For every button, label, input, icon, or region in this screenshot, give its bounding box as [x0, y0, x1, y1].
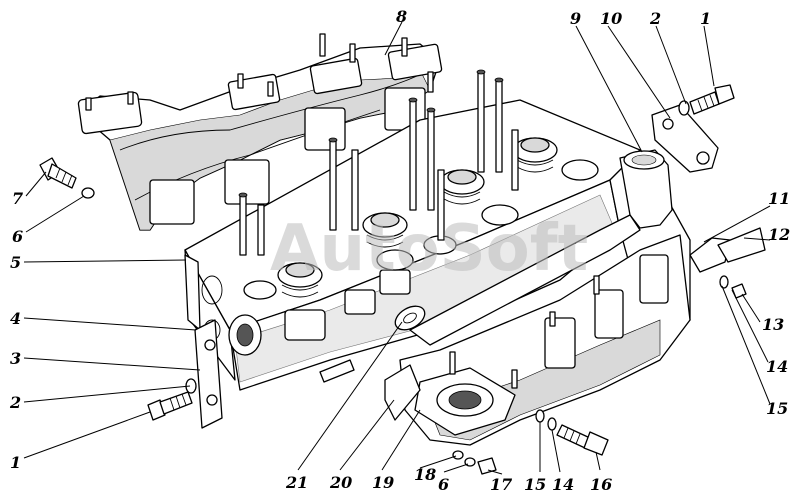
callout-2-left: 2 — [9, 393, 21, 412]
washer-14-right — [719, 275, 729, 289]
bolt-left — [147, 391, 193, 421]
callout-19-bottom: 19 — [372, 473, 394, 492]
gasket-20 — [384, 364, 421, 421]
valve-train — [238, 69, 599, 300]
callout-12-right: 12 — [768, 225, 790, 244]
washer-6 — [81, 187, 95, 199]
intake-manifold — [77, 33, 443, 231]
callout-10-top: 10 — [600, 9, 622, 28]
nut-17 — [477, 457, 497, 475]
callout-9-top: 9 — [570, 9, 581, 28]
callout-1-left: 1 — [10, 453, 21, 472]
callout-7-left: 7 — [12, 189, 23, 208]
callout-4-left: 4 — [10, 309, 21, 328]
callout-15-right: 15 — [766, 399, 788, 418]
callout-1-top: 1 — [700, 9, 711, 28]
callout-16-bottom: 16 — [590, 475, 612, 494]
callout-11-right: 11 — [768, 189, 790, 208]
callout-15-bottom: 15 — [524, 475, 546, 494]
watermark: AutoSoft — [270, 212, 588, 286]
bolt-16 — [535, 409, 609, 456]
pipe-12 — [689, 227, 766, 273]
callout-18-bottom: 18 — [414, 465, 436, 484]
callout-20-bottom: 20 — [329, 473, 352, 492]
callout-14-right: 14 — [766, 357, 788, 376]
callout-6-bottom: 6 — [438, 475, 449, 494]
callout-13-right: 13 — [762, 315, 784, 334]
gasket-21 — [394, 305, 426, 331]
callout-3-left: 3 — [10, 349, 21, 368]
bolt-7 — [39, 157, 77, 189]
callout-labels: 1 2 3 4 5 6 7 8 9 10 2 1 11 12 13 14 15 … — [9, 7, 790, 494]
callout-5-left: 5 — [10, 253, 21, 272]
lifting-bracket-left — [194, 319, 223, 429]
washer-18 — [452, 450, 464, 460]
exhaust-manifold — [399, 234, 691, 446]
callout-14-bottom: 14 — [552, 475, 574, 494]
callout-8-top: 8 — [395, 7, 407, 26]
bolt-top-right — [678, 84, 735, 116]
leader-lines — [23, 21, 771, 475]
callout-17-bottom: 17 — [490, 475, 512, 494]
callout-21-bottom: 21 — [285, 473, 308, 492]
nut-13 — [731, 283, 747, 299]
stud-left — [319, 359, 355, 383]
callout-6-left: 6 — [12, 227, 23, 246]
callout-2-top: 2 — [649, 9, 661, 28]
water-outlet-pipe — [409, 149, 673, 346]
